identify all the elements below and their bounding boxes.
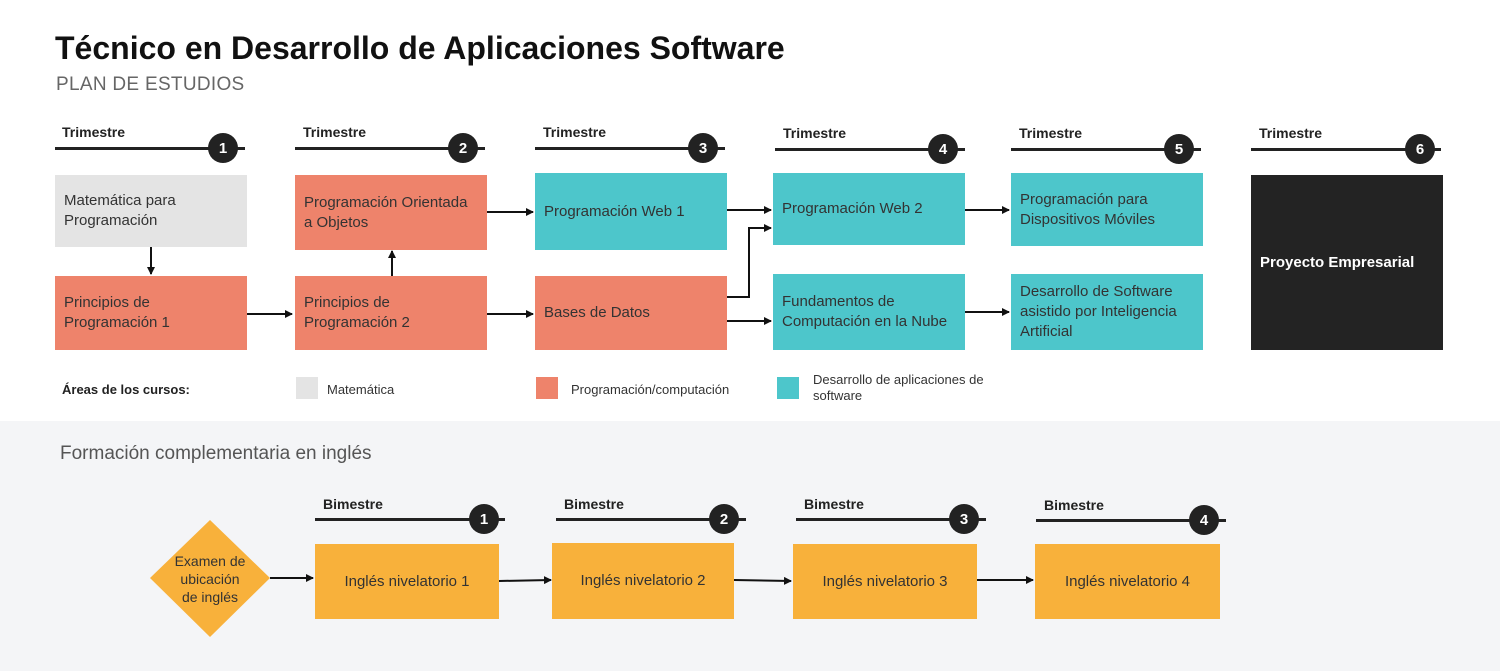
course-label: Inglés nivelatorio 1 [344,572,470,590]
legend-label-math: Matemática [327,382,395,397]
trimester-4-label: Trimestre [783,125,847,141]
course-label: Inglés nivelatorio 2 [580,572,706,589]
course-label: Bases de Datos [544,304,650,321]
trimester-6-label: Trimestre [1259,125,1323,141]
trimester-4-badge: 4 [928,134,958,164]
course-web-2: Programación Web 2 [773,173,965,245]
arrow-level1-to-level2 [498,576,552,585]
course-label: Principios de Programación 1 [64,294,170,331]
trimester-1-badge: 1 [208,133,238,163]
bimester-3-line [796,518,986,521]
course-label: Proyecto Empresarial [1260,253,1415,271]
bimester-3-label: Bimestre [804,496,864,512]
course-label: Matemática para Programación [64,192,176,229]
course-poo: Programación Orientada a Objetos [295,175,487,250]
trimester-6-badge: 6 [1405,134,1435,164]
legend-swatch-development [777,377,799,399]
legend-swatch-math [296,377,318,399]
trimester-2-badge: 2 [448,133,478,163]
legend-label-development: Desarrollo de aplicaciones de software [813,372,984,403]
trimester-5-line [1011,148,1201,151]
course-principios-1: Principios de Programación 1 [55,276,247,350]
course-moviles: Programación para Dispositivos Móviles [1011,173,1203,246]
bimester-1-badge: 1 [469,504,499,534]
course-web-1: Programación Web 1 [535,173,727,250]
course-ia: Desarrollo de Software asistido por Inte… [1011,274,1203,350]
course-nube: Fundamentos de Computación en la Nube [773,274,965,350]
course-label: Programación para Dispositivos Móviles [1020,190,1156,228]
bimester-4-line [1036,519,1226,522]
course-label: Desarrollo de Software asistido por Inte… [1020,283,1177,340]
course-ingles-2: Inglés nivelatorio 2 [552,543,734,619]
arrow-bases-to-web2 [727,224,772,298]
english-section-title: Formación complementaria en inglés [60,443,372,464]
bimester-2-line [556,518,746,521]
trimester-5-label: Trimestre [1019,125,1083,141]
bimester-3-badge: 3 [949,504,979,534]
placement-exam-label: Examen de ubicación de inglés [174,552,246,605]
trimester-2-label: Trimestre [303,124,367,140]
english-panel [0,421,1500,671]
course-matematica-programacion: Matemática para Programación [55,175,247,247]
bimester-1-label: Bimestre [323,496,383,512]
bimester-1-line [315,518,505,521]
page-title: Técnico en Desarrollo de Aplicaciones So… [55,30,785,66]
trimester-6-line [1251,148,1441,151]
legend-title: Áreas de los cursos: [62,382,190,397]
bimester-2-badge: 2 [709,504,739,534]
course-label: Inglés nivelatorio 4 [1064,572,1191,590]
course-proyecto-empresarial: Proyecto Empresarial [1251,175,1443,350]
placement-exam-diamond: Examen de ubicación de inglés [150,520,270,637]
course-ingles-1: Inglés nivelatorio 1 [315,544,499,619]
trimester-1-label: Trimestre [62,124,126,140]
course-bases-datos: Bases de Datos [535,276,727,350]
page-subtitle: PLAN DE ESTUDIOS [56,74,245,95]
trimester-1-line [55,147,245,150]
course-principios-2: Principios de Programación 2 [295,276,487,350]
trimester-5-badge: 5 [1164,134,1194,164]
bimester-2-label: Bimestre [564,496,624,512]
course-label: Fundamentos de Computación en la Nube [782,293,948,330]
course-label: Inglés nivelatorio 3 [822,572,948,590]
diamond-shape [150,520,270,637]
trimester-4-line [775,148,965,151]
bimester-4-label: Bimestre [1044,497,1104,513]
course-ingles-4: Inglés nivelatorio 4 [1035,544,1220,619]
course-ingles-3: Inglés nivelatorio 3 [793,544,977,619]
arrow-level2-to-level3 [733,576,792,585]
trimester-3-label: Trimestre [543,124,607,140]
trimester-2-line [295,147,485,150]
bimester-4-badge: 4 [1189,505,1219,535]
course-label: Programación Web 1 [544,202,685,220]
course-label: Programación Orientada a Objetos [304,193,468,231]
course-label: Principios de Programación 2 [304,294,410,331]
course-label: Programación Web 2 [782,200,923,217]
trimester-3-badge: 3 [688,133,718,163]
trimester-3-line [535,147,725,150]
legend-swatch-programming [536,377,558,399]
legend-label-programming: Programación/computación [571,382,730,397]
